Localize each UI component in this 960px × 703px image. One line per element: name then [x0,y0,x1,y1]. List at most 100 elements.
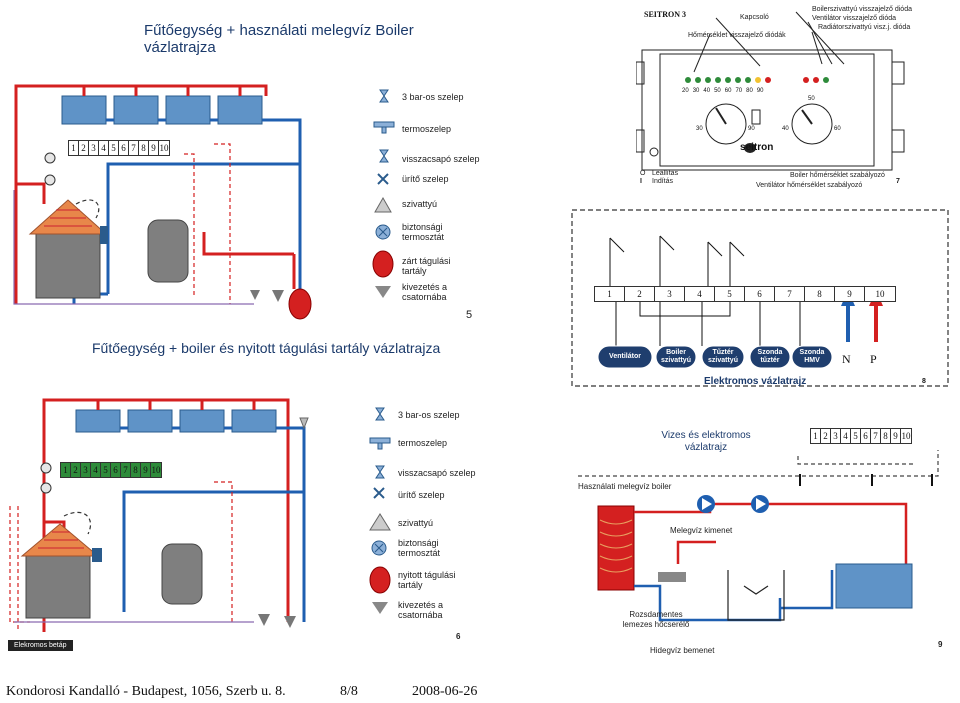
panel-water-electric: Vizes és elektromos vázlatrajz [570,420,952,664]
scale-tick: 30 [692,88,700,94]
boiler-unit [20,523,102,619]
terminal: 3 [831,429,841,443]
device-probe-fire: Szonda tűztér [757,349,783,364]
legend-visszacsapo: visszacsapó szelep [398,468,476,478]
footer-page: 8/8 [340,684,358,699]
legend-kivezetes: kivezetés a csatornába [402,282,448,302]
panel-controller: SEITRON 3 Kapcsoló Hőmérséklet visszajel… [636,2,952,196]
legend-biztonsagi: biztonsági termosztát [402,222,445,242]
dial-left-min: 30 [696,126,703,132]
switch-o: O [640,170,646,177]
legend-kivezetes: kivezetés a csatornába [398,600,444,620]
callout-kapcsolo: Kapcsoló [740,14,769,21]
label-n: N [842,352,851,366]
device-boiler-pump: Boiler szivattyú [661,349,691,364]
legend-termoszelep: termoszelep [398,438,448,448]
terminal: 6 [861,429,871,443]
legend-nyitott: nyitott tágulási tartály [398,570,456,590]
panel-title: Vizes és elektromos vázlatrajz [661,430,751,453]
terminal: 4 [99,141,109,155]
terminal: 2 [79,141,89,155]
terminal: 1 [61,463,71,477]
dial-right-min: 40 [782,126,789,132]
dial-right-max: 60 [834,126,841,132]
terminal: 6 [745,287,775,301]
elekromos-betap-badge: Elekromos betáp [8,640,73,651]
terminal: 9 [835,287,865,301]
legend-szivattyu: szivattyú [398,518,434,528]
device-probe-hmv: Szonda HMV [799,349,825,364]
terminal: 9 [141,463,151,477]
page-number: 5 [466,309,473,321]
radiators [61,95,263,125]
panel-heating-boiler-closed: Fűtőegység + használati melegvíz Boiler … [4,4,484,322]
scale-tick: 60 [724,88,732,94]
legend-szivattyu: szivattyú [402,199,438,209]
terminal: 10 [875,289,885,299]
brand: SEITRON 3 [644,10,687,19]
legend-termoszelep: termoszelep [402,124,452,134]
callout-homerseklet: Hőmérséklet visszajelző diódák [688,32,786,39]
terminal: 1 [595,287,625,301]
terminal: 1 [811,429,821,443]
legend-urito: ürítő szelep [398,490,445,500]
legend: 3 bar-os szelep termoszelep visszacsapó … [366,86,484,306]
device-badges [597,345,833,369]
terminal: 8 [139,141,149,155]
terminal: 2 [821,429,831,443]
storage-tank [147,219,189,283]
terminal: 5 [851,429,861,443]
ventilator-szabalyozo: Ventilátor hőmérséklet szabályozó [756,182,863,189]
legend-visszacsapo: visszacsapó szelep [402,154,480,164]
scale-tick: 50 [714,88,721,94]
scale-tick: 80 [746,88,753,94]
hot-water-boiler [597,505,635,591]
page-number: 8 [922,378,926,385]
legend-3bar: 3 bar-os szelep [402,92,464,102]
heat-exchanger [727,570,785,621]
page-number: 6 [456,632,461,641]
terminal: 4 [685,287,715,301]
terminal: 5 [101,463,111,477]
footer-date: 2008-06-26 [412,684,478,699]
scale-tick: 20 [682,88,689,94]
expansion-tank [288,288,312,320]
electric-drawing [571,209,949,387]
boiler-label: Használati melegvíz boiler [578,482,672,491]
callout-vent-dioda: Ventilátor visszajelző dióda [812,15,897,22]
panel-title: Fűtőegység + használati melegvíz Boiler … [144,22,414,56]
inditas: Indítás [652,178,674,185]
terminal: 5 [715,287,745,301]
terminal: 8 [131,463,141,477]
terminal: 1 [69,141,79,155]
page-number: 9 [938,640,943,649]
legend-3bar: 3 bar-os szelep [398,410,460,420]
terminal: 7 [871,429,881,443]
terminal: 10 [901,431,911,441]
storage-tank [161,543,203,605]
scale-tick: 70 [735,88,743,94]
legend-urito: ürítő szelep [402,174,449,184]
page-number: 7 [896,178,900,185]
terminal: 6 [111,463,121,477]
terminal: 4 [841,429,851,443]
terminal: 3 [81,463,91,477]
seitron-logo: seitron [740,142,774,153]
terminal: 2 [625,287,655,301]
legend-biztonsagi: biztonsági termosztát [398,538,441,558]
footer-company: Kondorosi Kandalló - Budapest, 1056, Sze… [6,684,286,699]
terminal: 10 [151,465,161,475]
controller-drawing [636,11,905,171]
switch-i: I [640,178,642,185]
terminal: 8 [881,429,891,443]
water-schematic [578,450,939,622]
melegviz-label: Melegvíz kimenet [670,526,733,535]
panel-heating-boiler-open: Fűtőegység + boiler és nyitott tágulási … [4,322,488,656]
rozsdamentes-label: Rozsdamentes lemezes hőcserélő [622,610,690,629]
terminal: 9 [891,429,901,443]
